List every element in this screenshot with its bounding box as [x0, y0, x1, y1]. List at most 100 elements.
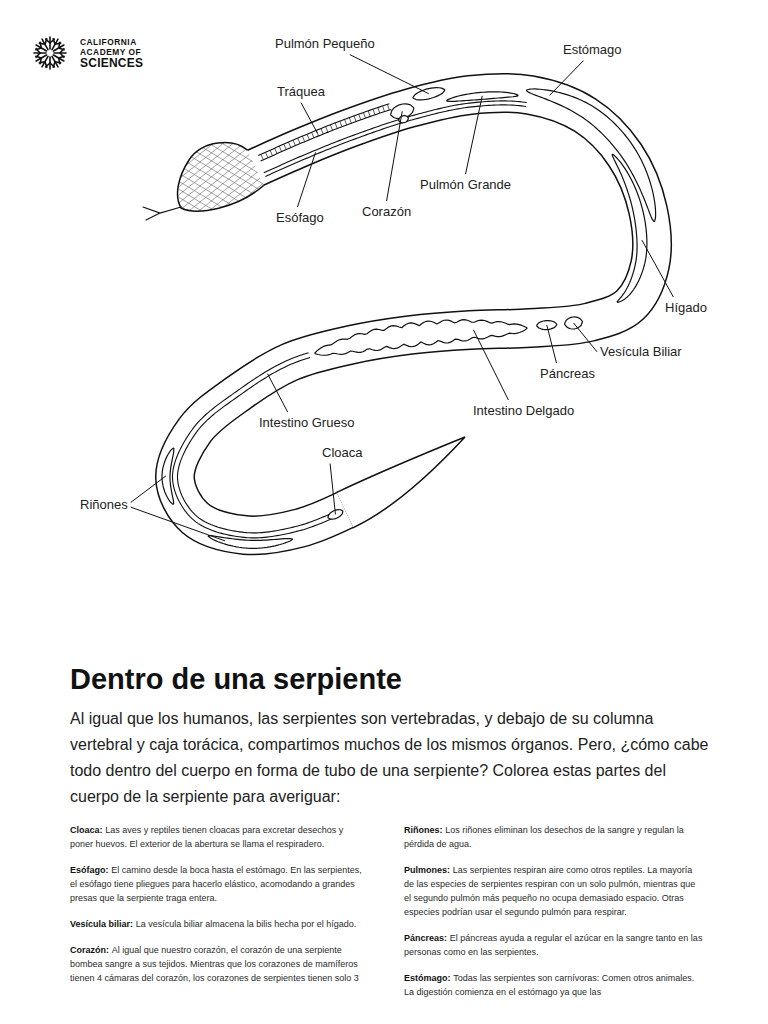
trachea-ring [368, 111, 370, 117]
scale-line [170, 104, 270, 164]
organ-trachea [261, 109, 392, 161]
leader-line [473, 330, 508, 400]
part-label: Pulmón Grande [420, 177, 511, 193]
organ-liver [612, 154, 647, 302]
logo-ray [59, 42, 60, 48]
leader-line [131, 476, 166, 503]
organ-largeIntestine [172, 353, 334, 538]
logo-text: ACADEMY OF [80, 47, 141, 57]
trachea-ring [261, 154, 263, 159]
definition-text: Al igual que nuestro corazón, el corazón… [70, 945, 359, 983]
scale-line [170, 96, 270, 156]
leader-lines [131, 55, 674, 541]
organ-smallLung [413, 88, 445, 100]
leader-line [350, 55, 429, 94]
logo-ray [53, 39, 55, 44]
scale-line [170, 192, 270, 252]
scale-line [170, 66, 270, 146]
organ-largeIntestine [177, 357, 332, 532]
part-label: Páncreas [540, 366, 595, 382]
trachea-ring [312, 132, 314, 138]
logo-mark [34, 37, 66, 69]
scale-line [170, 186, 270, 266]
scale-line [170, 162, 270, 242]
leader-line [297, 152, 315, 207]
scale-line [170, 58, 270, 138]
organ-pancreas [537, 321, 557, 330]
part-label: Pulmón Pequeño [275, 36, 375, 52]
definition: Corazón:Al igual que nuestro corazón, el… [70, 943, 366, 985]
trachea-ring [330, 125, 332, 131]
definition-term: Esófago: [70, 865, 109, 875]
scale-line [170, 216, 270, 276]
definition-text: La vesícula biliar almacena la bilis hec… [136, 919, 357, 929]
trachea-ring [321, 128, 323, 134]
logo-ray [45, 62, 47, 67]
definition-text: El camino desde la boca hasta el estómag… [70, 865, 362, 903]
definition: Vesícula biliar:La vesícula biliar almac… [70, 917, 366, 931]
trachea-ring [265, 152, 267, 157]
trachea-ring [373, 109, 375, 115]
logo-text: CALIFORNIA [80, 37, 137, 47]
definition-text: El páncreas ayuda a regular el azúcar en… [404, 933, 702, 957]
definition-term: Estómago: [404, 973, 451, 983]
scale-line [170, 168, 270, 228]
scale-line [170, 176, 270, 236]
scale-line [170, 178, 270, 258]
trachea-ring [345, 119, 347, 125]
definition: Esófago:El camino desde la boca hasta el… [70, 863, 366, 905]
definition: Estómago:Todas las serpientes son carnív… [404, 971, 704, 999]
definition-term: Cloaca: [70, 825, 103, 835]
scale-line [170, 80, 270, 140]
part-label: Intestino Grueso [259, 415, 354, 431]
trachea-ring [387, 104, 389, 110]
part-label: Vesícula Biliar [600, 344, 682, 360]
definitions-column: Riñones:Los riñones eliminan los desecho… [404, 823, 704, 1011]
scale-line [170, 42, 270, 122]
leader-line [387, 111, 403, 201]
logo-ray [59, 56, 64, 58]
snake-head-outline [178, 143, 264, 211]
trachea-ring [288, 142, 290, 148]
snake-head [143, 42, 270, 284]
logo-ray [40, 58, 41, 64]
logo-ray [59, 48, 64, 50]
logo-ray [50, 63, 54, 67]
organ-kidney1 [162, 448, 174, 504]
snake-body [175, 93, 652, 536]
leader-line [466, 96, 483, 174]
definition: Páncreas:El páncreas ayuda a regular el … [404, 931, 704, 959]
leader-line [131, 507, 225, 541]
leader-line [301, 103, 317, 134]
snake-body-fill [175, 93, 652, 536]
part-label: Riñones [80, 497, 128, 513]
leader-line [330, 464, 335, 515]
leader-line [642, 240, 673, 297]
trachea-ring [284, 144, 286, 149]
definitions-column: Cloaca:Las aves y reptiles tienen cloaca… [70, 823, 366, 997]
logo-ray [36, 48, 41, 50]
leader-line [574, 323, 597, 352]
leader-line [547, 325, 557, 363]
part-label: Corazón [362, 204, 411, 220]
part-label: Cloaca [322, 445, 362, 461]
definition-text: Las aves y reptiles tienen cloacas para … [70, 825, 343, 849]
snake-organs [162, 88, 656, 549]
scale-line [170, 194, 270, 274]
trachea-ring [349, 118, 351, 124]
scale-line [170, 72, 270, 132]
trachea-ring [359, 114, 361, 120]
snake-body-outline [175, 93, 652, 536]
intro-paragraph: Al igual que los humanos, las serpientes… [70, 706, 710, 810]
scale-line [170, 224, 270, 284]
trachea-ring [354, 116, 356, 122]
leader-line [550, 61, 584, 96]
scale-line [170, 74, 270, 154]
definition-term: Páncreas: [404, 933, 447, 943]
logo-ray [36, 53, 40, 57]
trachea-ring [293, 140, 295, 146]
trachea-ring [298, 138, 300, 144]
scale-line [170, 146, 270, 226]
part-label: Estómago [563, 42, 622, 58]
